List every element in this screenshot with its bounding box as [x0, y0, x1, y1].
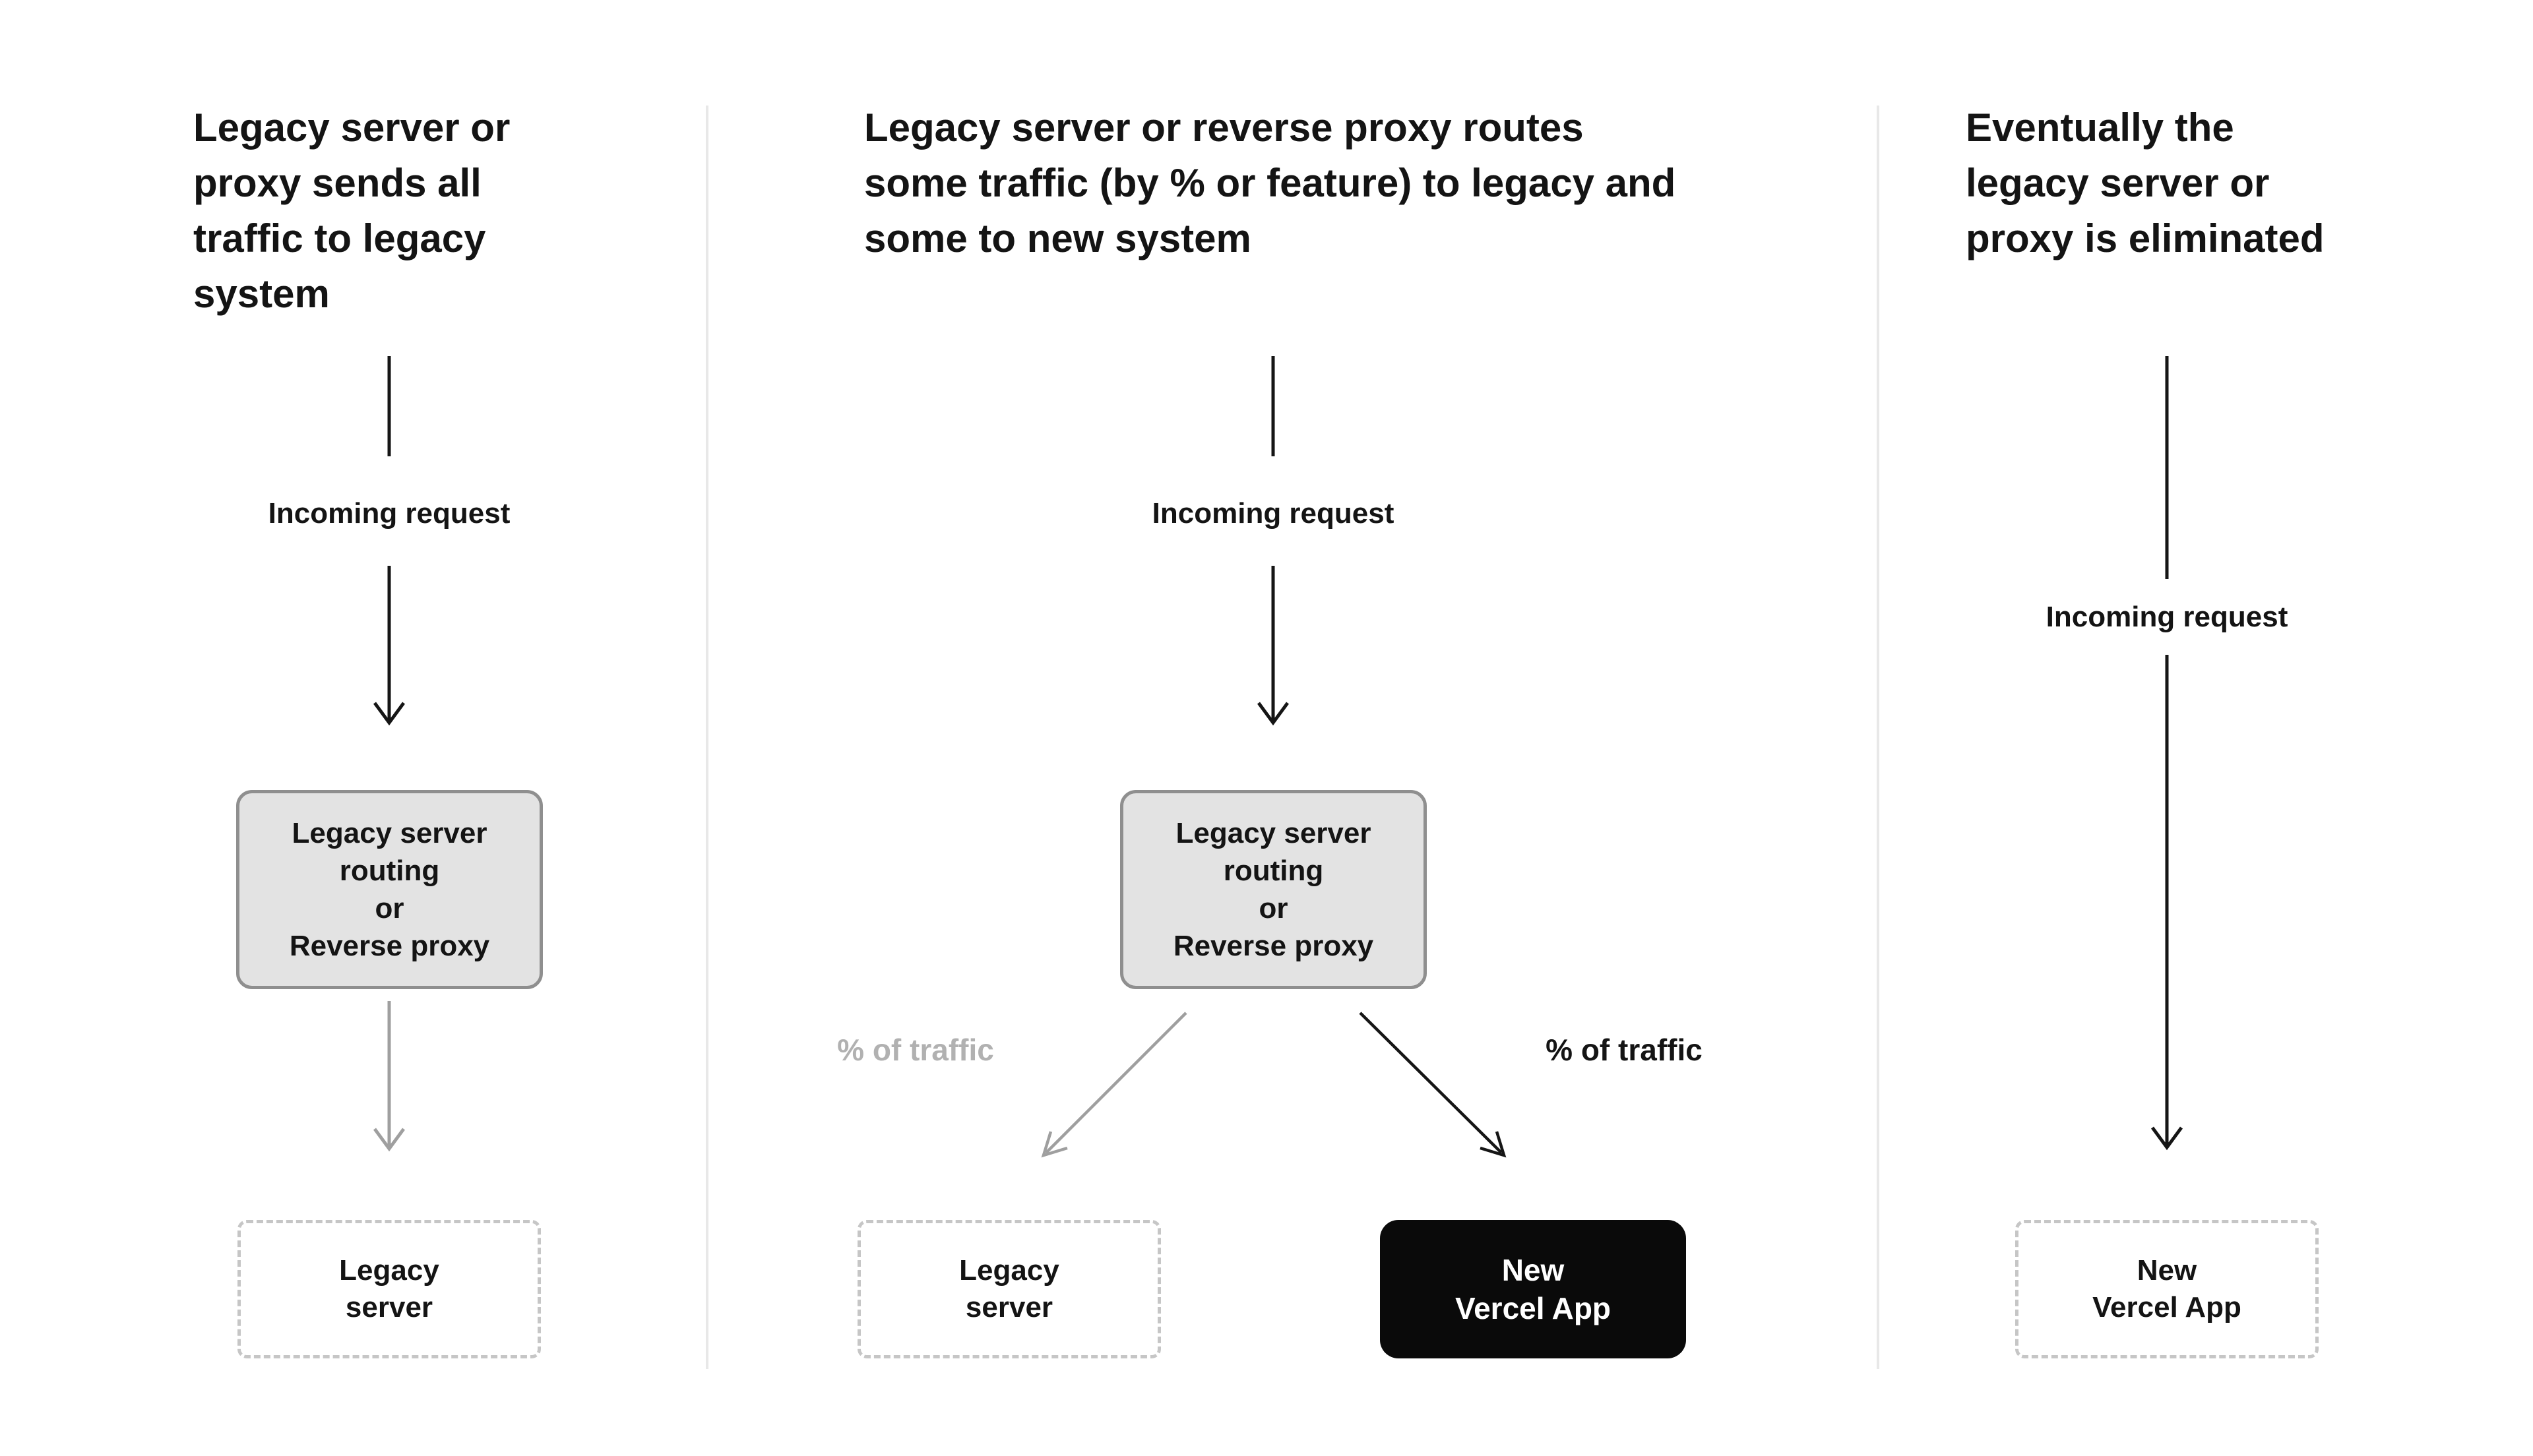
vercel-box-line: New [1501, 1253, 1565, 1287]
phase3-title: Eventually the legacy server or proxy is… [1966, 100, 2325, 266]
column-divider-right [1877, 106, 1879, 1369]
legacy-router-box-col2: Legacy server routing or Reverse proxy [1120, 790, 1427, 989]
incoming-arrowhead-icon-col2 [1257, 702, 1290, 726]
router-box-line: Reverse proxy [1173, 930, 1374, 962]
legacy-box-line: Legacy [959, 1254, 1059, 1287]
router-box-line: Reverse proxy [289, 930, 490, 962]
phase1-title: Legacy server or proxy sends all traffic… [193, 100, 510, 322]
legacy-box-line: server [965, 1291, 1053, 1323]
router-box-line: or [375, 892, 404, 925]
incoming-request-label-col1: Incoming request [268, 497, 511, 530]
title-line: Eventually the [1966, 106, 2234, 150]
title-line: legacy server or [1966, 161, 2270, 205]
legacy-router-box-col1: Legacy server routing or Reverse proxy [236, 790, 543, 989]
router-box-line: or [1259, 892, 1288, 925]
traffic-percent-label-legacy: % of traffic [837, 1033, 994, 1067]
legacy-server-box-col2: Legacy server [858, 1220, 1161, 1358]
split-arrow-to-legacy-arrowhead-icon [1041, 1131, 1068, 1158]
incoming-arrowhead-icon-col3 [2150, 1126, 2183, 1151]
router-box-line: routing [339, 855, 440, 887]
incoming-arrowhead-icon-col1 [373, 702, 406, 726]
title-line: Legacy server or reverse proxy routes [864, 106, 1584, 150]
vercel-box-line: New [2137, 1254, 2197, 1287]
incoming-request-label-col3: Incoming request [2046, 601, 2288, 633]
title-line: proxy sends all [193, 161, 482, 205]
traffic-percent-label-vercel: % of traffic [1546, 1033, 1703, 1067]
title-line: proxy is eliminated [1966, 216, 2325, 260]
incoming-request-label-col2: Incoming request [1152, 497, 1394, 530]
title-line: system [193, 272, 330, 316]
title-line: some to new system [864, 216, 1251, 260]
title-line: some traffic (by % or feature) to legacy… [864, 161, 1676, 205]
title-line: traffic to legacy [193, 216, 486, 260]
split-arrow-to-vercel-arrowhead-icon [1480, 1131, 1507, 1158]
split-arrow-to-legacy-shaft [1045, 1012, 1187, 1154]
router-box-line: Legacy server [1175, 817, 1371, 849]
new-vercel-app-box-col2: New Vercel App [1380, 1220, 1686, 1358]
legacy-box-line: Legacy [339, 1254, 439, 1287]
vercel-box-line: Vercel App [1454, 1291, 1611, 1325]
new-vercel-app-box-col3: New Vercel App [2015, 1220, 2319, 1358]
legacy-box-line: server [345, 1291, 433, 1323]
split-arrow-to-vercel-shaft [1359, 1012, 1503, 1154]
router-box-line: Legacy server [292, 817, 487, 849]
router-to-legacy-arrowhead-icon-col1 [373, 1128, 406, 1152]
title-line: Legacy server or [193, 106, 511, 150]
legacy-server-box-col1: Legacy server [237, 1220, 541, 1358]
column-divider-left [706, 106, 708, 1369]
router-box-line: routing [1223, 855, 1324, 887]
vercel-box-line: Vercel App [2092, 1291, 2241, 1323]
phase2-title: Legacy server or reverse proxy routes so… [864, 100, 1675, 266]
